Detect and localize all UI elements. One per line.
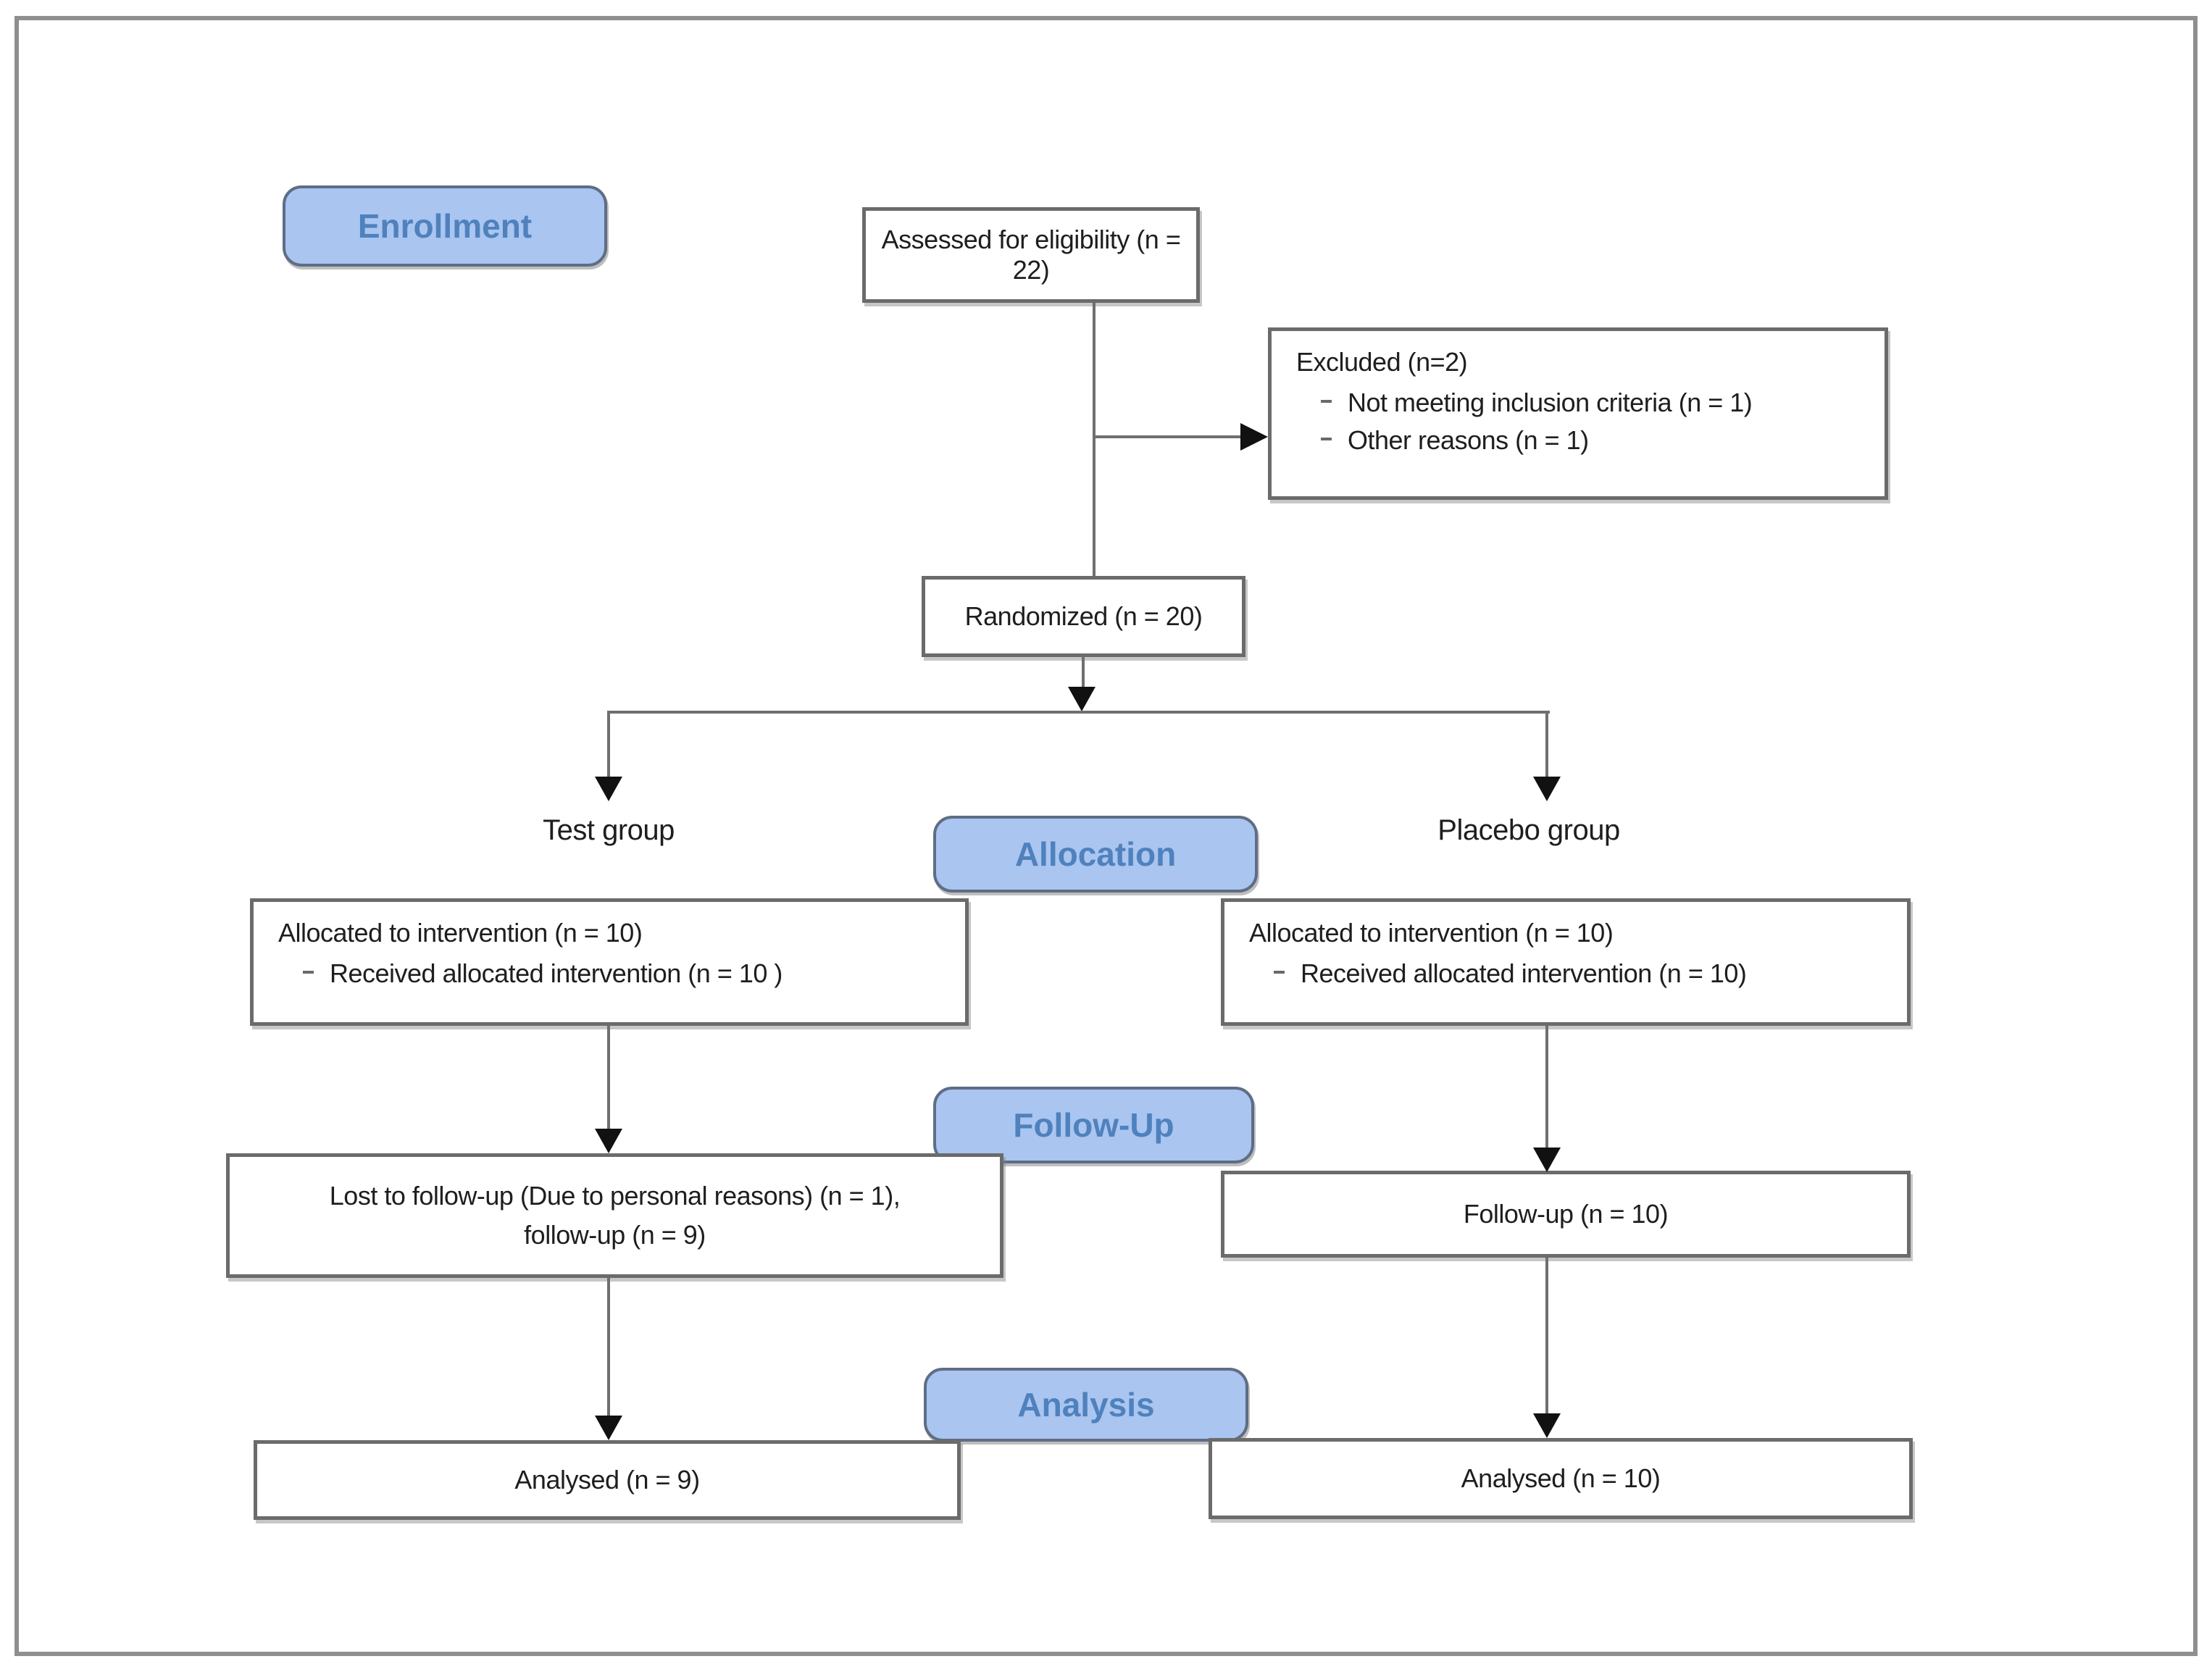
connector-split-horizontal bbox=[607, 711, 1550, 714]
connector-alloc-lost bbox=[607, 1026, 610, 1131]
placebo-group-label: Placebo group bbox=[1437, 814, 1620, 846]
node-assessed-text: Assessed for eligibility (n = 22) bbox=[881, 225, 1181, 285]
stage-follow-up: Follow-Up bbox=[933, 1087, 1254, 1163]
bullet-dash-icon bbox=[1274, 971, 1285, 974]
bullet-dash-icon bbox=[1321, 438, 1332, 440]
node-allocated-test: Allocated to intervention (n = 10) Recei… bbox=[250, 898, 969, 1026]
stage-enrollment-label: Enrollment bbox=[357, 207, 533, 245]
node-allocated-placebo-title: Allocated to intervention (n = 10) bbox=[1249, 918, 1614, 948]
connector-alloc-followup bbox=[1545, 1026, 1548, 1149]
arrow-down-placebo-group bbox=[1533, 777, 1561, 801]
node-allocated-test-title: Allocated to intervention (n = 10) bbox=[278, 918, 643, 948]
node-lost-followup-line2: follow-up (n = 9) bbox=[524, 1220, 706, 1250]
connector-split-placebo bbox=[1545, 711, 1548, 777]
node-analysed-test-text: Analysed (n = 9) bbox=[514, 1465, 700, 1495]
node-randomized: Randomized (n = 20) bbox=[922, 576, 1245, 657]
node-assessed: Assessed for eligibility (n = 22) bbox=[862, 207, 1200, 303]
connector-assessed-randomized bbox=[1093, 303, 1095, 576]
connector-excluded-branch bbox=[1094, 435, 1243, 438]
node-followup-placebo-text: Follow-up (n = 10) bbox=[1463, 1199, 1669, 1229]
node-excluded-title: Excluded (n=2) bbox=[1296, 347, 1468, 377]
node-excluded: Excluded (n=2) Not meeting inclusion cri… bbox=[1268, 327, 1888, 500]
connector-randomized-split bbox=[1082, 657, 1085, 692]
node-lost-followup: Lost to follow-up (Due to personal reaso… bbox=[226, 1153, 1003, 1278]
test-group-label: Test group bbox=[543, 814, 675, 846]
node-allocated-test-item: Received allocated intervention (n = 10 … bbox=[278, 958, 951, 989]
arrow-down-analysed-test bbox=[595, 1416, 622, 1440]
node-allocated-placebo-item: Received allocated intervention (n = 10) bbox=[1249, 958, 1892, 989]
connector-split-test bbox=[607, 711, 610, 777]
stage-analysis-label: Analysis bbox=[1017, 1386, 1155, 1424]
bullet-dash-icon bbox=[303, 971, 314, 974]
node-analysed-placebo-text: Analysed (n = 10) bbox=[1461, 1463, 1661, 1493]
arrow-down-split bbox=[1068, 687, 1095, 711]
node-followup-placebo: Follow-up (n = 10) bbox=[1221, 1171, 1911, 1258]
arrow-down-test-group bbox=[595, 777, 622, 801]
connector-followup-analysed bbox=[1545, 1258, 1548, 1416]
node-analysed-test: Analysed (n = 9) bbox=[254, 1440, 961, 1520]
arrow-down-lost-followup bbox=[595, 1129, 622, 1153]
node-excluded-item: Not meeting inclusion criteria (n = 1) bbox=[1296, 388, 1870, 418]
node-lost-followup-line1: Lost to follow-up (Due to personal reaso… bbox=[329, 1181, 901, 1211]
node-analysed-placebo: Analysed (n = 10) bbox=[1209, 1438, 1913, 1519]
stage-follow-up-label: Follow-Up bbox=[1013, 1106, 1174, 1144]
node-excluded-item: Other reasons (n = 1) bbox=[1296, 425, 1870, 456]
arrow-right-excluded bbox=[1240, 423, 1268, 451]
connector-lost-analysed bbox=[607, 1278, 610, 1417]
node-allocated-placebo: Allocated to intervention (n = 10) Recei… bbox=[1221, 898, 1911, 1026]
bullet-dash-icon bbox=[1321, 400, 1332, 403]
stage-enrollment: Enrollment bbox=[283, 185, 607, 267]
stage-allocation: Allocation bbox=[933, 816, 1258, 893]
arrow-down-analysed-placebo bbox=[1533, 1413, 1561, 1438]
stage-analysis: Analysis bbox=[924, 1368, 1248, 1442]
stage-allocation-label: Allocation bbox=[1014, 835, 1177, 873]
arrow-down-followup-placebo bbox=[1533, 1148, 1561, 1172]
node-randomized-text: Randomized (n = 20) bbox=[964, 601, 1203, 631]
